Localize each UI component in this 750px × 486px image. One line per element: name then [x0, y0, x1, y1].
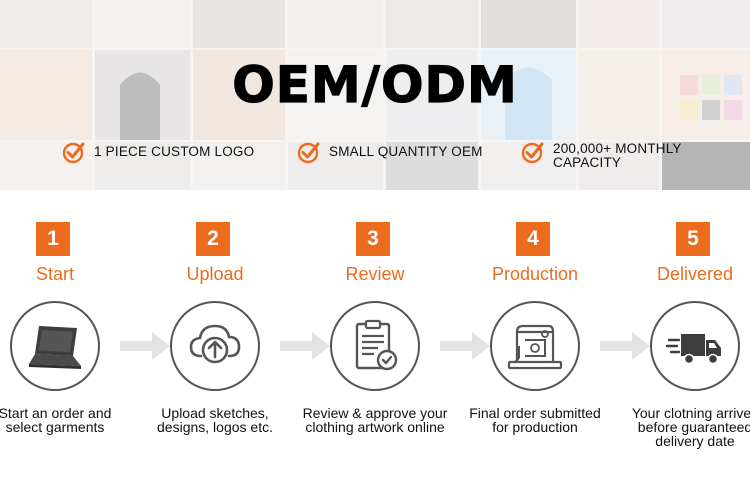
step-icon-circle [170, 301, 260, 391]
feature-small-quantity: SMALL QUANTITY OEM [297, 140, 483, 164]
step-number: 3 [356, 222, 390, 256]
arrow-right-icon [120, 332, 170, 360]
step-title: Production [491, 264, 579, 284]
check-badge-icon [62, 142, 85, 164]
step-number: 2 [196, 222, 230, 256]
banner-title: OEM/ODM [232, 55, 518, 114]
check-badge-icon [521, 142, 544, 164]
feature-label: SMALL QUANTITY OEM [329, 144, 483, 159]
feature-custom-logo: 1 PIECE CUSTOM LOGO [62, 140, 254, 164]
step-description: Final order submitted for production [469, 405, 601, 435]
step-title: Review [345, 264, 405, 284]
feature-monthly-capacity: 200,000+ MONTHLY CAPACITY [521, 140, 703, 170]
step-description: Start an order and select garments [0, 405, 112, 435]
step-description: Upload sketches, designs, logos etc. [157, 405, 273, 435]
step-icon-circle [650, 301, 740, 391]
step-title: Start [35, 264, 74, 284]
step-description: Review & approve your clothing artwork o… [302, 405, 448, 435]
step-number: 5 [676, 222, 710, 256]
clipboard-check-icon [355, 319, 398, 371]
step-icon-circle [330, 301, 420, 391]
feature-label: 1 PIECE CUSTOM LOGO [94, 144, 255, 159]
sewing-machine-icon [507, 324, 563, 370]
arrow-right-icon [440, 332, 490, 360]
step-icon-circle [490, 301, 580, 391]
cloud-upload-icon [189, 324, 241, 364]
feature-label: 200,000+ MONTHLY CAPACITY [553, 141, 682, 170]
step-title: Upload [186, 264, 244, 284]
banner-overlay [0, 0, 750, 190]
arrow-right-icon [280, 332, 330, 360]
step-icon-circle [10, 301, 100, 391]
step-description: Your clotning arrives before guaranteed … [631, 405, 750, 449]
hero-banner: OEM/ODM 1 PIECE CUSTOM LOGO SMALL QUANTI… [0, 0, 750, 190]
delivery-truck-icon [665, 334, 721, 365]
laptop-icon [29, 326, 81, 369]
check-badge-icon [297, 142, 320, 164]
arrow-right-icon [600, 332, 650, 360]
step-number: 1 [36, 222, 70, 256]
step-number: 4 [516, 222, 550, 256]
step-title: Delivered [656, 264, 734, 284]
